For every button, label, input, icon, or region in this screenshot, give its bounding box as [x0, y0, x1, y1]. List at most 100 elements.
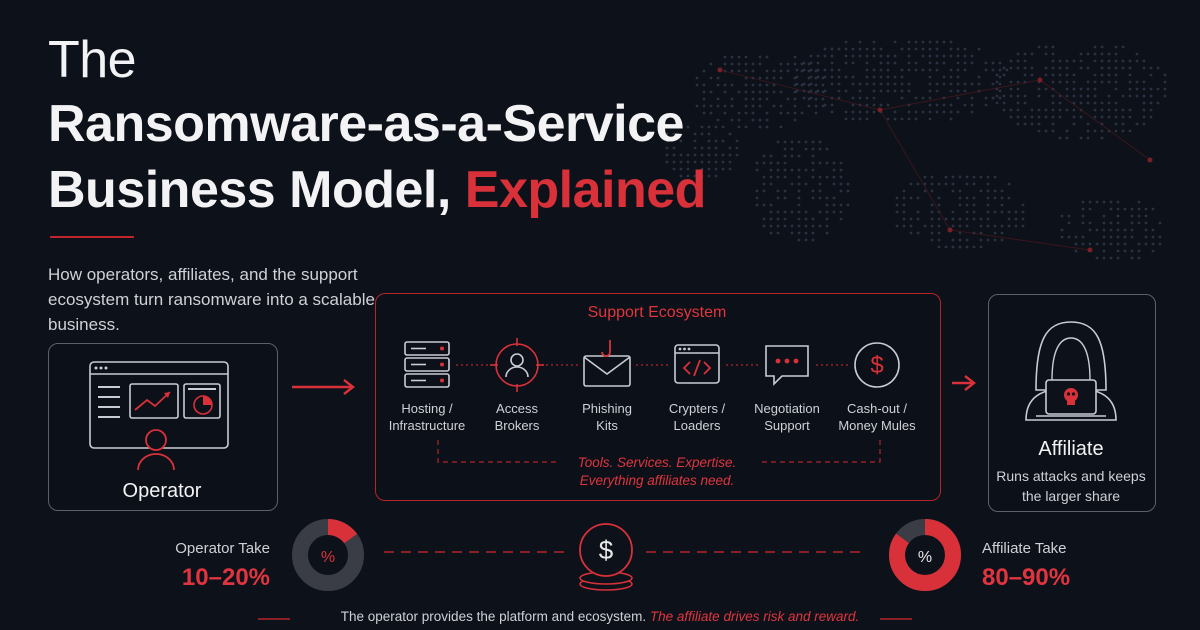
map-dot: [1065, 129, 1069, 133]
map-dot: [1093, 45, 1097, 49]
map-dot: [965, 245, 969, 249]
map-dot: [825, 147, 829, 151]
service-label-hosting: Hosting /Infrastructure: [388, 401, 466, 433]
map-dot: [942, 61, 946, 65]
map-dot: [1009, 87, 1013, 91]
map-dot: [956, 96, 960, 100]
map-dot: [851, 54, 855, 58]
map-dot: [1000, 203, 1004, 207]
map-dot: [1086, 94, 1090, 98]
map-dot: [942, 110, 946, 114]
map-dot: [823, 68, 827, 72]
map-dot: [986, 196, 990, 200]
map-dot: [744, 69, 748, 73]
map-dot: [865, 117, 869, 121]
map-dot: [1116, 214, 1120, 218]
map-dot: [679, 174, 683, 178]
map-dot: [837, 82, 841, 86]
map-dot: [1030, 52, 1034, 56]
map-dot: [809, 54, 813, 58]
map-dot: [797, 154, 801, 158]
map-dot: [1144, 235, 1148, 239]
map-dot: [723, 104, 727, 108]
map-dot: [765, 90, 769, 94]
map-dot: [1107, 52, 1111, 56]
map-dot: [1007, 182, 1011, 186]
map-dot: [1142, 66, 1146, 70]
map-dot: [797, 238, 801, 242]
map-dot: [851, 61, 855, 65]
map-dot: [879, 54, 883, 58]
map-dot: [762, 224, 766, 228]
map-dot: [1123, 242, 1127, 246]
map-dot: [937, 196, 941, 200]
map-dot: [1030, 122, 1034, 126]
map-dot: [1107, 66, 1111, 70]
map-dot: [809, 82, 813, 86]
map-dot: [1037, 87, 1041, 91]
map-dot: [728, 146, 732, 150]
map-dot: [956, 61, 960, 65]
map-dot: [1128, 80, 1132, 84]
map-dot: [811, 140, 815, 144]
map-dot: [730, 55, 734, 59]
chat-bubble-icon: [765, 345, 809, 386]
map-dot: [837, 89, 841, 93]
map-dot: [872, 82, 876, 86]
map-dot: [762, 182, 766, 186]
map-dot: [707, 139, 711, 143]
dollar-coin-icon: $: [854, 342, 900, 388]
map-dot: [735, 146, 739, 150]
map-dot: [1151, 242, 1155, 246]
map-dot: [1009, 59, 1013, 63]
map-dot: [776, 168, 780, 172]
map-dot: [716, 76, 720, 80]
map-dot: [755, 161, 759, 165]
map-dot: [1021, 210, 1025, 214]
map-dot: [1030, 115, 1034, 119]
map-dot: [886, 89, 890, 93]
map-dot: [951, 245, 955, 249]
map-dot: [1086, 136, 1090, 140]
map-dot: [1114, 87, 1118, 91]
map-dot: [686, 160, 690, 164]
map-dot: [825, 196, 829, 200]
map-dot: [735, 153, 739, 157]
map-dot: [1121, 122, 1125, 126]
map-dot: [1158, 242, 1162, 246]
map-dot: [776, 210, 780, 214]
map-dot: [1021, 203, 1025, 207]
map-dot: [797, 182, 801, 186]
map-dot: [737, 69, 741, 73]
affiliate-description: Runs attacks and keeps the larger share: [996, 468, 1146, 504]
map-dot: [797, 224, 801, 228]
map-dot: [895, 224, 899, 228]
map-dot: [1072, 122, 1076, 126]
map-dot: [995, 80, 999, 84]
map-dot: [1102, 242, 1106, 246]
map-dot: [1116, 200, 1120, 204]
map-dot: [723, 83, 727, 87]
map-dot: [804, 140, 808, 144]
map-dot: [993, 224, 997, 228]
map-dot: [844, 54, 848, 58]
map-dot: [998, 75, 1002, 79]
map-dot: [1067, 214, 1071, 218]
map-dot: [1023, 59, 1027, 63]
map-dot: [965, 203, 969, 207]
map-dot: [1107, 101, 1111, 105]
map-dot: [1128, 115, 1132, 119]
map-dot: [702, 90, 706, 94]
map-dot: [707, 132, 711, 136]
map-dot: [844, 117, 848, 121]
map-dot: [709, 76, 713, 80]
map-dot: [963, 47, 967, 51]
map-dot: [765, 111, 769, 115]
map-dot: [865, 96, 869, 100]
map-dot: [1051, 45, 1055, 49]
map-dot: [811, 175, 815, 179]
map-dot: [942, 54, 946, 58]
map-dot: [886, 75, 890, 79]
map-dot: [949, 110, 953, 114]
map-dot: [872, 103, 876, 107]
